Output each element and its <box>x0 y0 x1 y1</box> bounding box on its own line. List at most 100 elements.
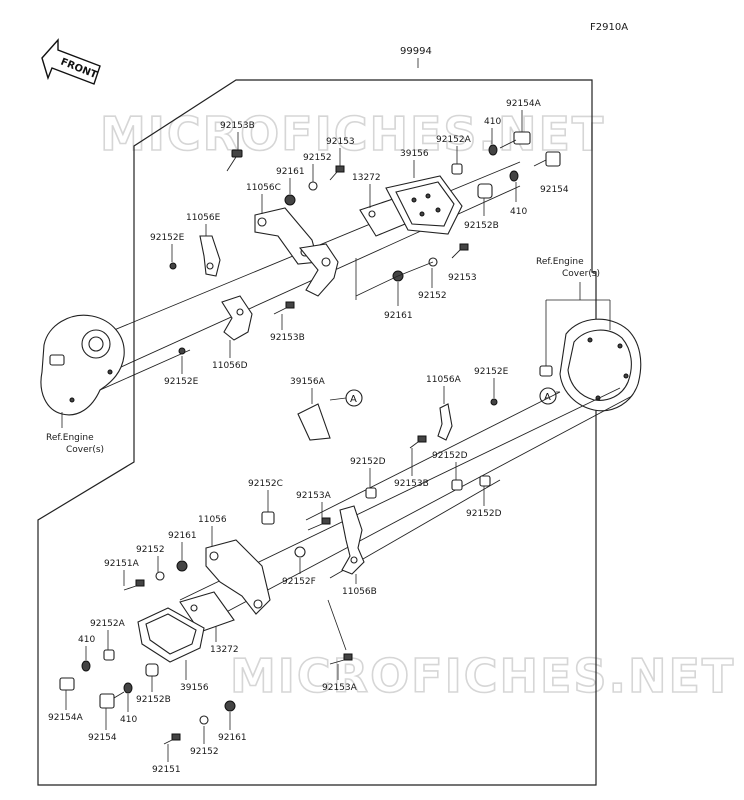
collar-92152D-1 <box>365 487 377 499</box>
label-92152E-right: 92152E <box>474 367 509 377</box>
label-11056D: 11056D <box>212 361 248 371</box>
label-92154A-bottom: 92154A <box>48 713 84 723</box>
label-92152E-left: 92152E <box>150 233 185 243</box>
label-11056E: 11056E <box>186 213 221 223</box>
ref-right-line1: Ref.Engine <box>536 257 584 267</box>
nut-92161-bottom <box>176 560 188 572</box>
collar-92152F <box>294 546 306 558</box>
slider-39156-top <box>385 175 463 235</box>
label-92152A-top: 92152A <box>436 135 472 145</box>
label-92154A-top: 92154A <box>506 99 542 109</box>
collar-92152C <box>261 511 275 525</box>
collar-92152D-3 <box>479 475 491 487</box>
label-410-top-2: 410 <box>510 207 527 217</box>
bolt-92153A-2 <box>329 653 353 665</box>
lower-axis-3 <box>305 391 561 521</box>
bracket-11056B <box>339 505 365 575</box>
bracket-upper-inner <box>298 243 339 297</box>
left-engine-cover <box>40 314 125 416</box>
spacer-92152E-left <box>169 262 177 270</box>
collar-92152B-bottom <box>145 663 159 677</box>
label-92152D-2: 92152D <box>432 451 468 461</box>
label-92161-mid: 92161 <box>384 311 413 321</box>
lower-axis-2 <box>199 395 633 627</box>
label-92161-bottom-2: 92161 <box>218 733 247 743</box>
ref-left-line1: Ref.Engine <box>46 433 94 443</box>
label-92152-bottom-2: 92152 <box>190 747 219 757</box>
washer-410-top-2 <box>509 170 519 182</box>
bracket-11056A <box>437 403 453 441</box>
label-92152C: 92152C <box>248 479 283 489</box>
label-11056C: 11056C <box>246 183 281 193</box>
figure-code: F2910A <box>590 22 628 33</box>
collar-92152B-top <box>477 183 493 199</box>
assembly-number: 99994 <box>400 46 432 57</box>
bracket-11056E <box>199 235 221 277</box>
label-92153-mid: 92153 <box>448 273 477 283</box>
bolt-92151 <box>163 733 181 745</box>
washer-410-bottom-2 <box>123 682 133 694</box>
label-410-top-1: 410 <box>484 117 501 127</box>
label-13272-bottom: 13272 <box>210 645 239 655</box>
bolt-92153B-top <box>226 149 243 172</box>
label-92151: 92151 <box>152 765 181 775</box>
label-39156-bottom: 39156 <box>180 683 209 693</box>
label-92152E-low: 92152E <box>164 377 199 387</box>
front-direction-arrow-icon: FRONT <box>41 38 101 85</box>
svg-text:A: A <box>544 392 551 403</box>
nut-92161-bottom-2 <box>224 700 236 712</box>
label-92152D-1: 92152D <box>350 457 386 467</box>
slider-39156-bottom <box>137 607 205 663</box>
label-92152B-top: 92152B <box>464 221 499 231</box>
ref-right-line2: Cover(s) <box>562 269 600 279</box>
marker-a-right: A <box>539 387 557 405</box>
label-92154-bottom: 92154 <box>88 733 117 743</box>
label-92161-bottom: 92161 <box>168 531 197 541</box>
label-92152-top: 92152 <box>303 153 332 163</box>
bolt-92154A-bottom <box>59 677 75 691</box>
label-92152F: 92152F <box>282 577 316 587</box>
bolt-92153-mid <box>451 243 469 259</box>
label-410-bottom-1: 410 <box>78 635 95 645</box>
label-92153B-top: 92153B <box>220 121 255 131</box>
label-92153B-mid: 92153B <box>270 333 305 343</box>
bracket-11056 <box>205 539 271 615</box>
label-92153-top: 92153 <box>326 137 355 147</box>
spacer-92152E-right <box>490 398 498 406</box>
sticker-39156A <box>297 403 331 441</box>
washer-92152-bottom <box>155 571 165 581</box>
label-11056B: 11056B <box>342 587 377 597</box>
label-39156A: 39156A <box>290 377 326 387</box>
assembly-frame <box>37 79 597 786</box>
washer-92152-bottom-2 <box>199 715 209 725</box>
bolt-92153B-right <box>409 435 427 449</box>
spacer-92152E-low <box>178 347 186 355</box>
label-92152-bottom: 92152 <box>136 545 165 555</box>
label-92153B-right: 92153B <box>394 479 429 489</box>
nut-92161-top <box>284 194 296 206</box>
label-92152D-3: 92152D <box>466 509 502 519</box>
collar-92152D-2 <box>451 479 463 491</box>
label-92152-mid: 92152 <box>418 291 447 301</box>
bracket-11056D <box>221 295 253 341</box>
label-92151A: 92151A <box>104 559 140 569</box>
svg-text:A: A <box>350 394 357 405</box>
collar-92152A-top <box>451 163 463 175</box>
washer-92152-top <box>308 181 318 191</box>
label-92154-top: 92154 <box>540 185 569 195</box>
label-410-bottom-2: 410 <box>120 715 137 725</box>
label-39156-top: 39156 <box>400 149 429 159</box>
washer-410-top-1 <box>488 144 498 156</box>
label-92153A-1: 92153A <box>296 491 332 501</box>
label-11056: 11056 <box>198 515 227 525</box>
label-92153A-2: 92153A <box>322 683 358 693</box>
ref-left-line2: Cover(s) <box>66 445 104 455</box>
label-92152A-bottom: 92152A <box>90 619 126 629</box>
label-92152B-bottom: 92152B <box>136 695 171 705</box>
bolt-92154-top <box>533 151 561 167</box>
watermark-bottom: MICROFICHES.NET <box>230 649 735 703</box>
label-11056A: 11056A <box>426 375 462 385</box>
right-engine-cover <box>539 318 642 412</box>
label-92161-top: 92161 <box>276 167 305 177</box>
